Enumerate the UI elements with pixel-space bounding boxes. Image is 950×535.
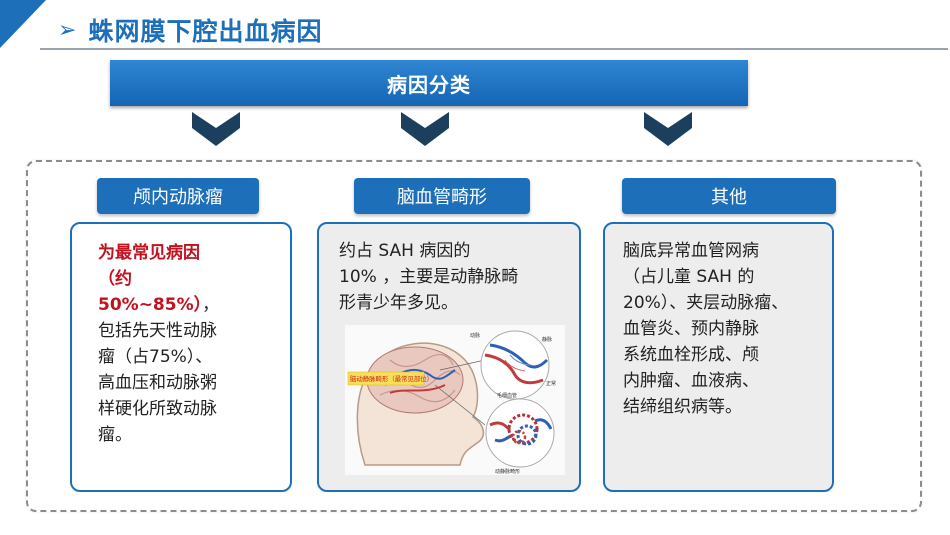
text-line: （占儿童 SAH 的 bbox=[623, 267, 755, 287]
title-underline bbox=[40, 48, 948, 50]
corner-decoration bbox=[0, 0, 46, 48]
highlight-text: 50%~85%） bbox=[98, 295, 203, 315]
card-other-text: 脑底异常血管网病 （占儿童 SAH 的 20%）、夹层动脉瘤、 血管炎、预内静脉… bbox=[623, 238, 833, 420]
text-line: 系统血栓形成、颅 bbox=[623, 345, 759, 365]
text-line: 20%）、夹层动脉瘤、 bbox=[623, 293, 789, 313]
category-frame bbox=[26, 160, 922, 512]
category-label: 其他 bbox=[711, 187, 747, 208]
text-line: 10% ，主要是动静脉畸 bbox=[339, 267, 519, 287]
text-line: 瘤。 bbox=[98, 425, 132, 445]
vein-label: 静脉 bbox=[542, 336, 552, 343]
highlight-text: （约 bbox=[98, 269, 132, 289]
text-line: 血管炎、预内静脉 bbox=[623, 319, 759, 339]
normal-label: 正常 bbox=[546, 380, 556, 387]
banner-label: 病因分类 bbox=[387, 72, 471, 97]
brain-label: 脑动静脉畸形（最常见部位） bbox=[350, 374, 433, 383]
avm-circle bbox=[485, 398, 555, 468]
card-malformation-text: 约占 SAH 病因的 10% ，主要是动静脉畸 形青少年多见。 bbox=[339, 238, 575, 316]
category-label: 颅内动脉瘤 bbox=[133, 187, 223, 208]
text-line: 脑底异常血管网病 bbox=[623, 241, 759, 261]
text-line: 瘤（占75%）、 bbox=[98, 347, 213, 367]
chevron-down-icon bbox=[401, 112, 449, 146]
category-aneurysm: 颅内动脉瘤 bbox=[97, 178, 259, 214]
brain-label-box bbox=[347, 371, 425, 386]
text-line: ， bbox=[202, 295, 220, 315]
classification-banner: 病因分类 bbox=[110, 60, 748, 106]
chevron-down-icon bbox=[192, 112, 240, 146]
text-line: 约占 SAH 病因的 bbox=[339, 241, 471, 261]
chevron-down-icon bbox=[644, 112, 692, 146]
text-line: 形青少年多见。 bbox=[339, 293, 458, 313]
arrow-icon: ➢ bbox=[58, 17, 77, 43]
card-aneurysm-text: 为最常见病因 （约 50%~85%）， 包括先天性动脉 瘤（占75%）、 高血压… bbox=[98, 240, 283, 448]
card-other: 脑底异常血管网病 （占儿童 SAH 的 20%）、夹层动脉瘤、 血管炎、预内静脉… bbox=[603, 222, 834, 492]
text-line: 包括先天性动脉 bbox=[98, 321, 217, 341]
card-aneurysm: 为最常见病因 （约 50%~85%）， 包括先天性动脉 瘤（占75%）、 高血压… bbox=[70, 222, 292, 492]
text-line: 内肿瘤、血液病、 bbox=[623, 371, 759, 391]
text-line: 样硬化所致动脉 bbox=[98, 399, 217, 419]
header: ➢ 蛛网膜下腔出血病因 bbox=[58, 12, 322, 48]
avm-label: 动静脉畸形 bbox=[495, 468, 520, 475]
text-line: 结缔组织病等。 bbox=[623, 397, 742, 417]
highlight-text: 为最常见病因 bbox=[98, 243, 200, 263]
avm-illustration: 脑动静脉畸形（最常见部位） 动脉 静脉 正常 毛细血管 动静脉畸形 bbox=[345, 325, 565, 475]
capillary-label: 毛细血管 bbox=[497, 392, 517, 399]
category-malformation: 脑血管畸形 bbox=[354, 178, 530, 214]
category-label: 脑血管畸形 bbox=[397, 187, 487, 208]
text-line: 高血压和动脉粥 bbox=[98, 373, 217, 393]
artery-label: 动脉 bbox=[470, 332, 480, 339]
category-other: 其他 bbox=[622, 178, 836, 214]
page-title: 蛛网膜下腔出血病因 bbox=[88, 17, 323, 46]
